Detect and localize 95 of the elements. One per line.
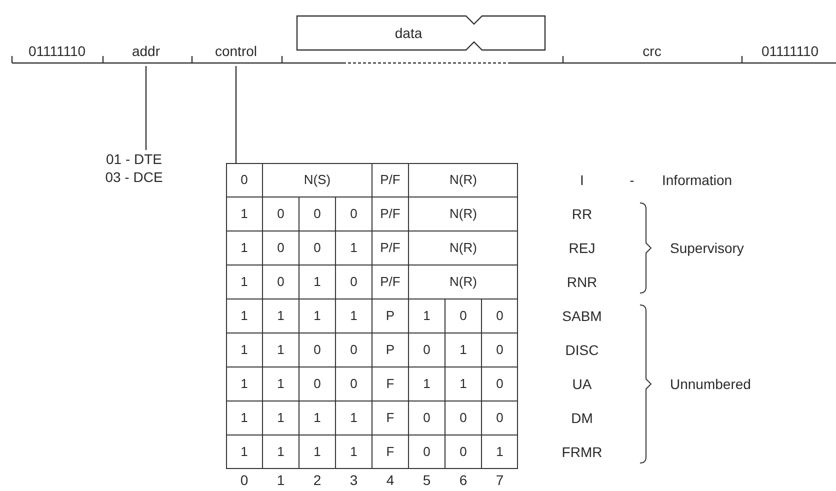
leader-line: [145, 66, 147, 150]
frame-type-code: DISC: [565, 342, 599, 358]
bit-field-value: 0: [350, 206, 358, 222]
bit-field-value: F: [386, 376, 394, 392]
bit-field-value: 0: [277, 206, 284, 222]
bit-field-value: 1: [240, 240, 248, 256]
bit-number: 1: [276, 472, 285, 488]
bit-field-value: 1: [240, 206, 248, 222]
field-name: 01111110: [761, 43, 819, 59]
bit-field-value: 0: [350, 274, 358, 290]
bit-field-value: 1: [240, 444, 248, 460]
bit-field-value: N(R): [450, 240, 477, 256]
bit-field-value: 0: [314, 376, 321, 392]
field-name: crc: [642, 43, 662, 59]
bit-field-value: 1: [350, 240, 358, 256]
bit-field-value: 0: [423, 342, 430, 358]
control-field-table: [226, 163, 518, 469]
field-name: 01111110: [28, 43, 86, 59]
bit-field-value: 1: [277, 410, 284, 426]
bit-field-value: 0: [460, 308, 467, 324]
frame-type-code: RNR: [566, 274, 598, 290]
frame-type-code: FRMR: [562, 444, 602, 460]
bit-number: 4: [386, 472, 394, 488]
bit-field-value: 1: [423, 308, 430, 324]
bit-field-value: 0: [496, 410, 504, 426]
bit-number: 6: [459, 472, 468, 488]
leader-line: [235, 66, 237, 163]
address-value: 01 - DTE: [106, 151, 162, 167]
bit-field-value: 1: [277, 444, 284, 460]
bit-field-value: 0: [496, 376, 504, 392]
bit-field-value: N(R): [450, 206, 477, 222]
bit-field-value: P/F: [380, 206, 400, 222]
frame-type-code: UA: [572, 376, 592, 392]
bit-field-value: 1: [314, 308, 321, 324]
bit-field-value: 0: [277, 274, 284, 290]
frame-type-name: Information: [662, 172, 732, 188]
frame-type-code: SABM: [562, 308, 602, 324]
frame-type-code: DM: [571, 410, 593, 426]
bit-field-value: 1: [460, 376, 467, 392]
frame-class-name: Unnumbered: [670, 376, 751, 392]
bit-number: 2: [313, 472, 322, 488]
frame-type-code: REJ: [568, 240, 596, 256]
bit-number: 3: [350, 472, 358, 488]
bit-field-value: 1: [496, 444, 504, 460]
bit-field-value: 0: [350, 376, 358, 392]
bit-field-value: 1: [240, 410, 248, 426]
bit-field-value: 1: [460, 342, 467, 358]
bit-field-value: 1: [277, 308, 284, 324]
bit-number: 5: [422, 472, 431, 488]
field-name: addr: [132, 43, 160, 59]
bit-field-value: 1: [314, 444, 321, 460]
bit-field-value: P/F: [380, 274, 400, 290]
bit-field-value: 1: [240, 376, 248, 392]
bit-field-value: 1: [240, 274, 248, 290]
data-field-box: [296, 15, 546, 51]
bit-field-value: 0: [423, 444, 430, 460]
bit-field-value: 0: [277, 240, 284, 256]
bit-field-value: 0: [496, 308, 504, 324]
bit-number: 0: [240, 472, 248, 488]
bit-number: 7: [496, 472, 504, 488]
bit-field-value: P: [386, 308, 395, 324]
bit-field-value: F: [386, 410, 394, 426]
frame-class-name: Supervisory: [670, 240, 744, 256]
bit-field-value: 1: [350, 410, 358, 426]
bit-field-value: 0: [496, 342, 504, 358]
bit-field-value: 1: [314, 274, 321, 290]
field-name: control: [214, 43, 258, 59]
frame-type-code: RR: [572, 206, 592, 222]
bit-field-value: 1: [423, 376, 430, 392]
bit-field-value: N(R): [450, 274, 477, 290]
bit-field-value: 0: [314, 240, 321, 256]
address-value: 03 - DCE: [105, 169, 163, 185]
bit-field-value: P/F: [380, 172, 400, 188]
dash-separator: -: [630, 172, 634, 188]
bit-field-value: P: [386, 342, 395, 358]
bit-field-value: N(R): [450, 172, 477, 188]
bit-field-value: F: [386, 444, 394, 460]
bit-field-value: 1: [314, 410, 321, 426]
bit-field-value: 1: [240, 308, 248, 324]
bit-field-value: 0: [314, 206, 321, 222]
bit-field-value: N(S): [304, 172, 331, 188]
bit-field-value: 0: [314, 342, 321, 358]
bit-field-value: 0: [423, 410, 430, 426]
frame-type-code: I: [580, 172, 584, 188]
bit-field-value: 1: [350, 444, 358, 460]
bit-field-value: 0: [240, 172, 248, 188]
field-name: data: [394, 25, 422, 41]
bit-field-value: 1: [277, 342, 284, 358]
bit-field-value: 0: [350, 342, 358, 358]
bit-field-value: 1: [240, 342, 248, 358]
bit-field-value: 0: [460, 444, 467, 460]
bit-field-value: 1: [350, 308, 358, 324]
bit-field-value: P/F: [380, 240, 400, 256]
bit-field-value: 0: [460, 410, 467, 426]
bit-field-value: 1: [277, 376, 284, 392]
